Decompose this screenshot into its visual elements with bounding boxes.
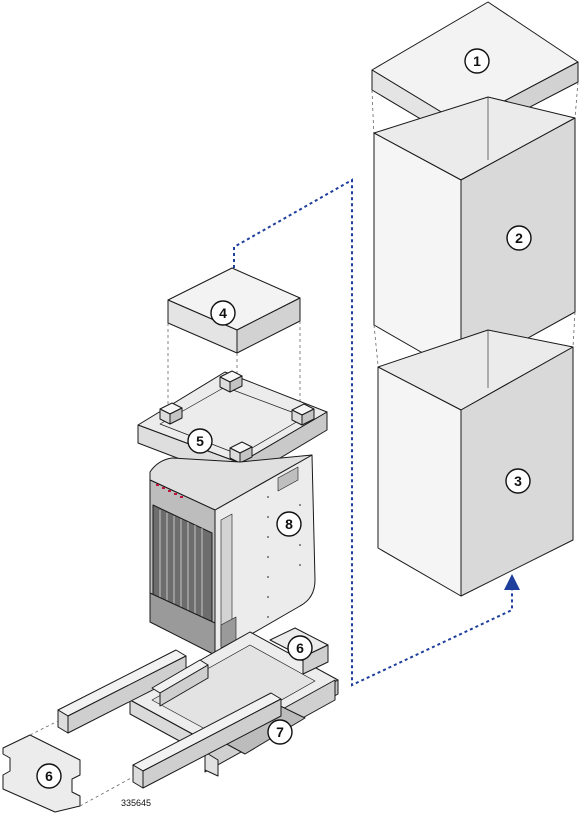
callout-2: 2 (506, 225, 532, 251)
assembly-path (233, 178, 520, 687)
router-chassis (149, 454, 316, 656)
lower-sleeve (377, 329, 574, 597)
callout-8: 8 (276, 511, 302, 537)
callout-5: 5 (187, 428, 213, 454)
svg-text:2: 2 (515, 230, 523, 246)
figure-id: 335645 (121, 798, 151, 808)
svg-text:3: 3 (514, 473, 522, 489)
svg-text:7: 7 (276, 724, 284, 740)
callout-3: 3 (505, 468, 531, 494)
upper-sleeve (373, 96, 576, 376)
svg-text:8: 8 (285, 516, 293, 532)
svg-text:6: 6 (45, 768, 53, 784)
callout-4: 4 (210, 300, 236, 326)
svg-text:5: 5 (196, 433, 204, 449)
svg-text:1: 1 (473, 53, 481, 69)
ramp-boards (2, 627, 329, 813)
guide-lines-boards (29, 720, 134, 807)
callout-7: 7 (267, 719, 293, 745)
svg-text:6: 6 (296, 640, 304, 656)
callout-1: 1 (464, 48, 490, 74)
guide-lines-middle (373, 311, 576, 410)
callout-6-upper: 6 (287, 635, 313, 661)
callout-6-lower: 6 (36, 763, 62, 789)
svg-text:4: 4 (219, 305, 227, 321)
